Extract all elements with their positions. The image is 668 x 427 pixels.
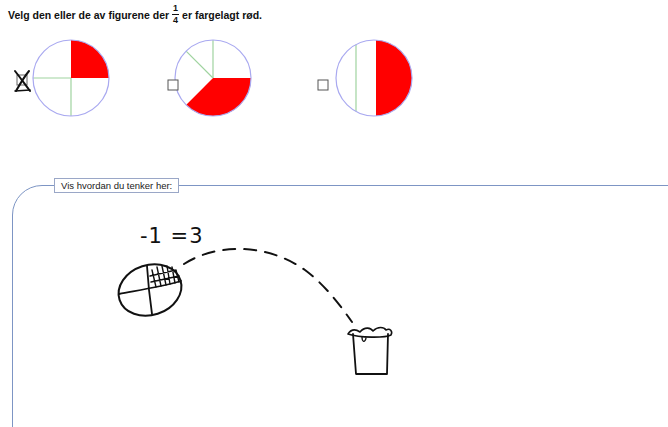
hand-sketch [112,249,392,374]
cross-stroke [15,71,30,91]
cross-stroke [16,71,29,91]
strip-circle [336,40,412,116]
question-text: er fargelagt rød. [182,9,262,21]
sketch-drip [362,337,366,341]
divider-line [33,77,71,78]
sketch-pot-rim [348,328,392,338]
divider-line [186,51,213,78]
third-circle [175,40,251,116]
question-line: Velg den eller de av figurene der14er fa… [8,4,262,25]
circle-outline [336,40,412,116]
fraction-numerator: 1 [172,4,179,15]
answer-panel: Vis hvordan du tenker her: [12,185,668,427]
handwritten-note: -1 =3 [140,224,204,248]
sketch-divider [119,281,181,294]
checkbox [168,80,178,90]
circle-outline [175,40,251,116]
question-text: Velg den eller de av figurene der [8,9,169,21]
checkbox [318,80,328,90]
divider-line [212,40,213,78]
fraction-denominator: 4 [173,15,178,25]
red-segment [376,40,412,116]
cross-stroke [15,90,30,91]
quarter-circle [33,40,109,116]
circle-outline [33,40,109,116]
sketch-circle [112,256,188,323]
sketch-shading [150,266,179,287]
sketch-pot [353,334,388,374]
checked-box [15,71,30,91]
red-sector [186,78,251,116]
sketch-divider [147,266,152,314]
panel-heading: Vis hvordan du tenker her: [54,178,179,193]
fraction: 14 [172,4,179,25]
divider-line [355,45,356,112]
dashed-throw-path [184,249,352,322]
divider-line [70,78,71,116]
